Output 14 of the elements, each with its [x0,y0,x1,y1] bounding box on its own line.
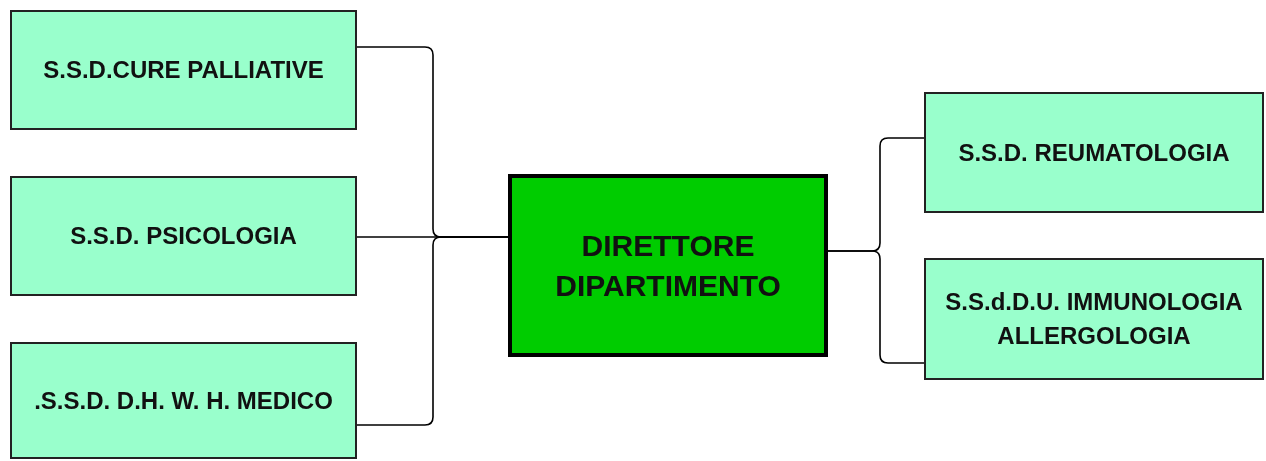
brace-connector [356,236,509,426]
unit-name: S.S.D. REUMATOLOGIA [958,137,1230,168]
unit-name: DIRETTORE DIPARTIMENTO [554,227,782,304]
unit-name: S.S.d.D.U. IMMUNOLOGIA ALLERGOLOGIA [944,287,1244,351]
director-box [508,174,828,357]
unit-box [10,342,357,459]
unit-box [10,10,357,130]
unit-name: S.S.D.CURE PALLIATIVE [43,55,324,85]
unit-box [924,258,1264,380]
unit-box [924,92,1264,213]
brace-connector [827,250,925,364]
unit-box [10,176,357,296]
unit-name: .S.S.D. D.H. W. H. MEDICO [34,385,333,416]
unit-name: S.S.D. PSICOLOGIA [70,221,297,251]
